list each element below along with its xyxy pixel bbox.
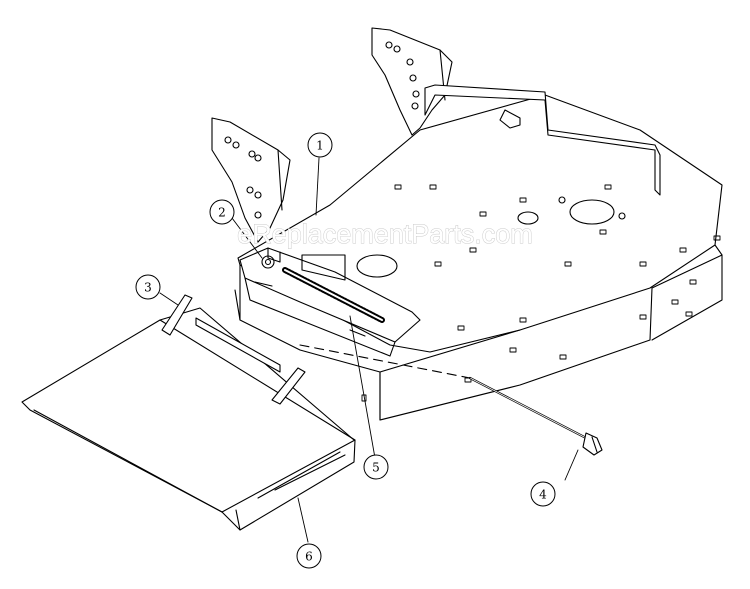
callout-4: 4 xyxy=(530,481,556,507)
watermark-text: eReplacementParts.com xyxy=(237,219,533,249)
hinge-spring xyxy=(282,267,385,323)
callout-leaders xyxy=(159,157,579,543)
discharge-chute xyxy=(21,294,356,531)
callout-6: 6 xyxy=(296,543,322,569)
callout-2: 2 xyxy=(209,199,235,225)
callout-6-label: 6 xyxy=(305,550,313,564)
callout-1: 1 xyxy=(307,132,333,158)
callout-5: 5 xyxy=(363,454,389,480)
callout-3: 3 xyxy=(135,274,161,300)
hinge-rod xyxy=(299,344,603,456)
callout-5-label: 5 xyxy=(372,461,380,475)
callout-3-label: 3 xyxy=(144,281,152,295)
rear-hanger-bracket xyxy=(371,27,661,196)
front-hanger-bracket xyxy=(211,117,291,243)
callout-2-label: 2 xyxy=(218,206,226,220)
callout-4-label: 4 xyxy=(539,488,547,502)
callout-1-label: 1 xyxy=(316,139,324,153)
